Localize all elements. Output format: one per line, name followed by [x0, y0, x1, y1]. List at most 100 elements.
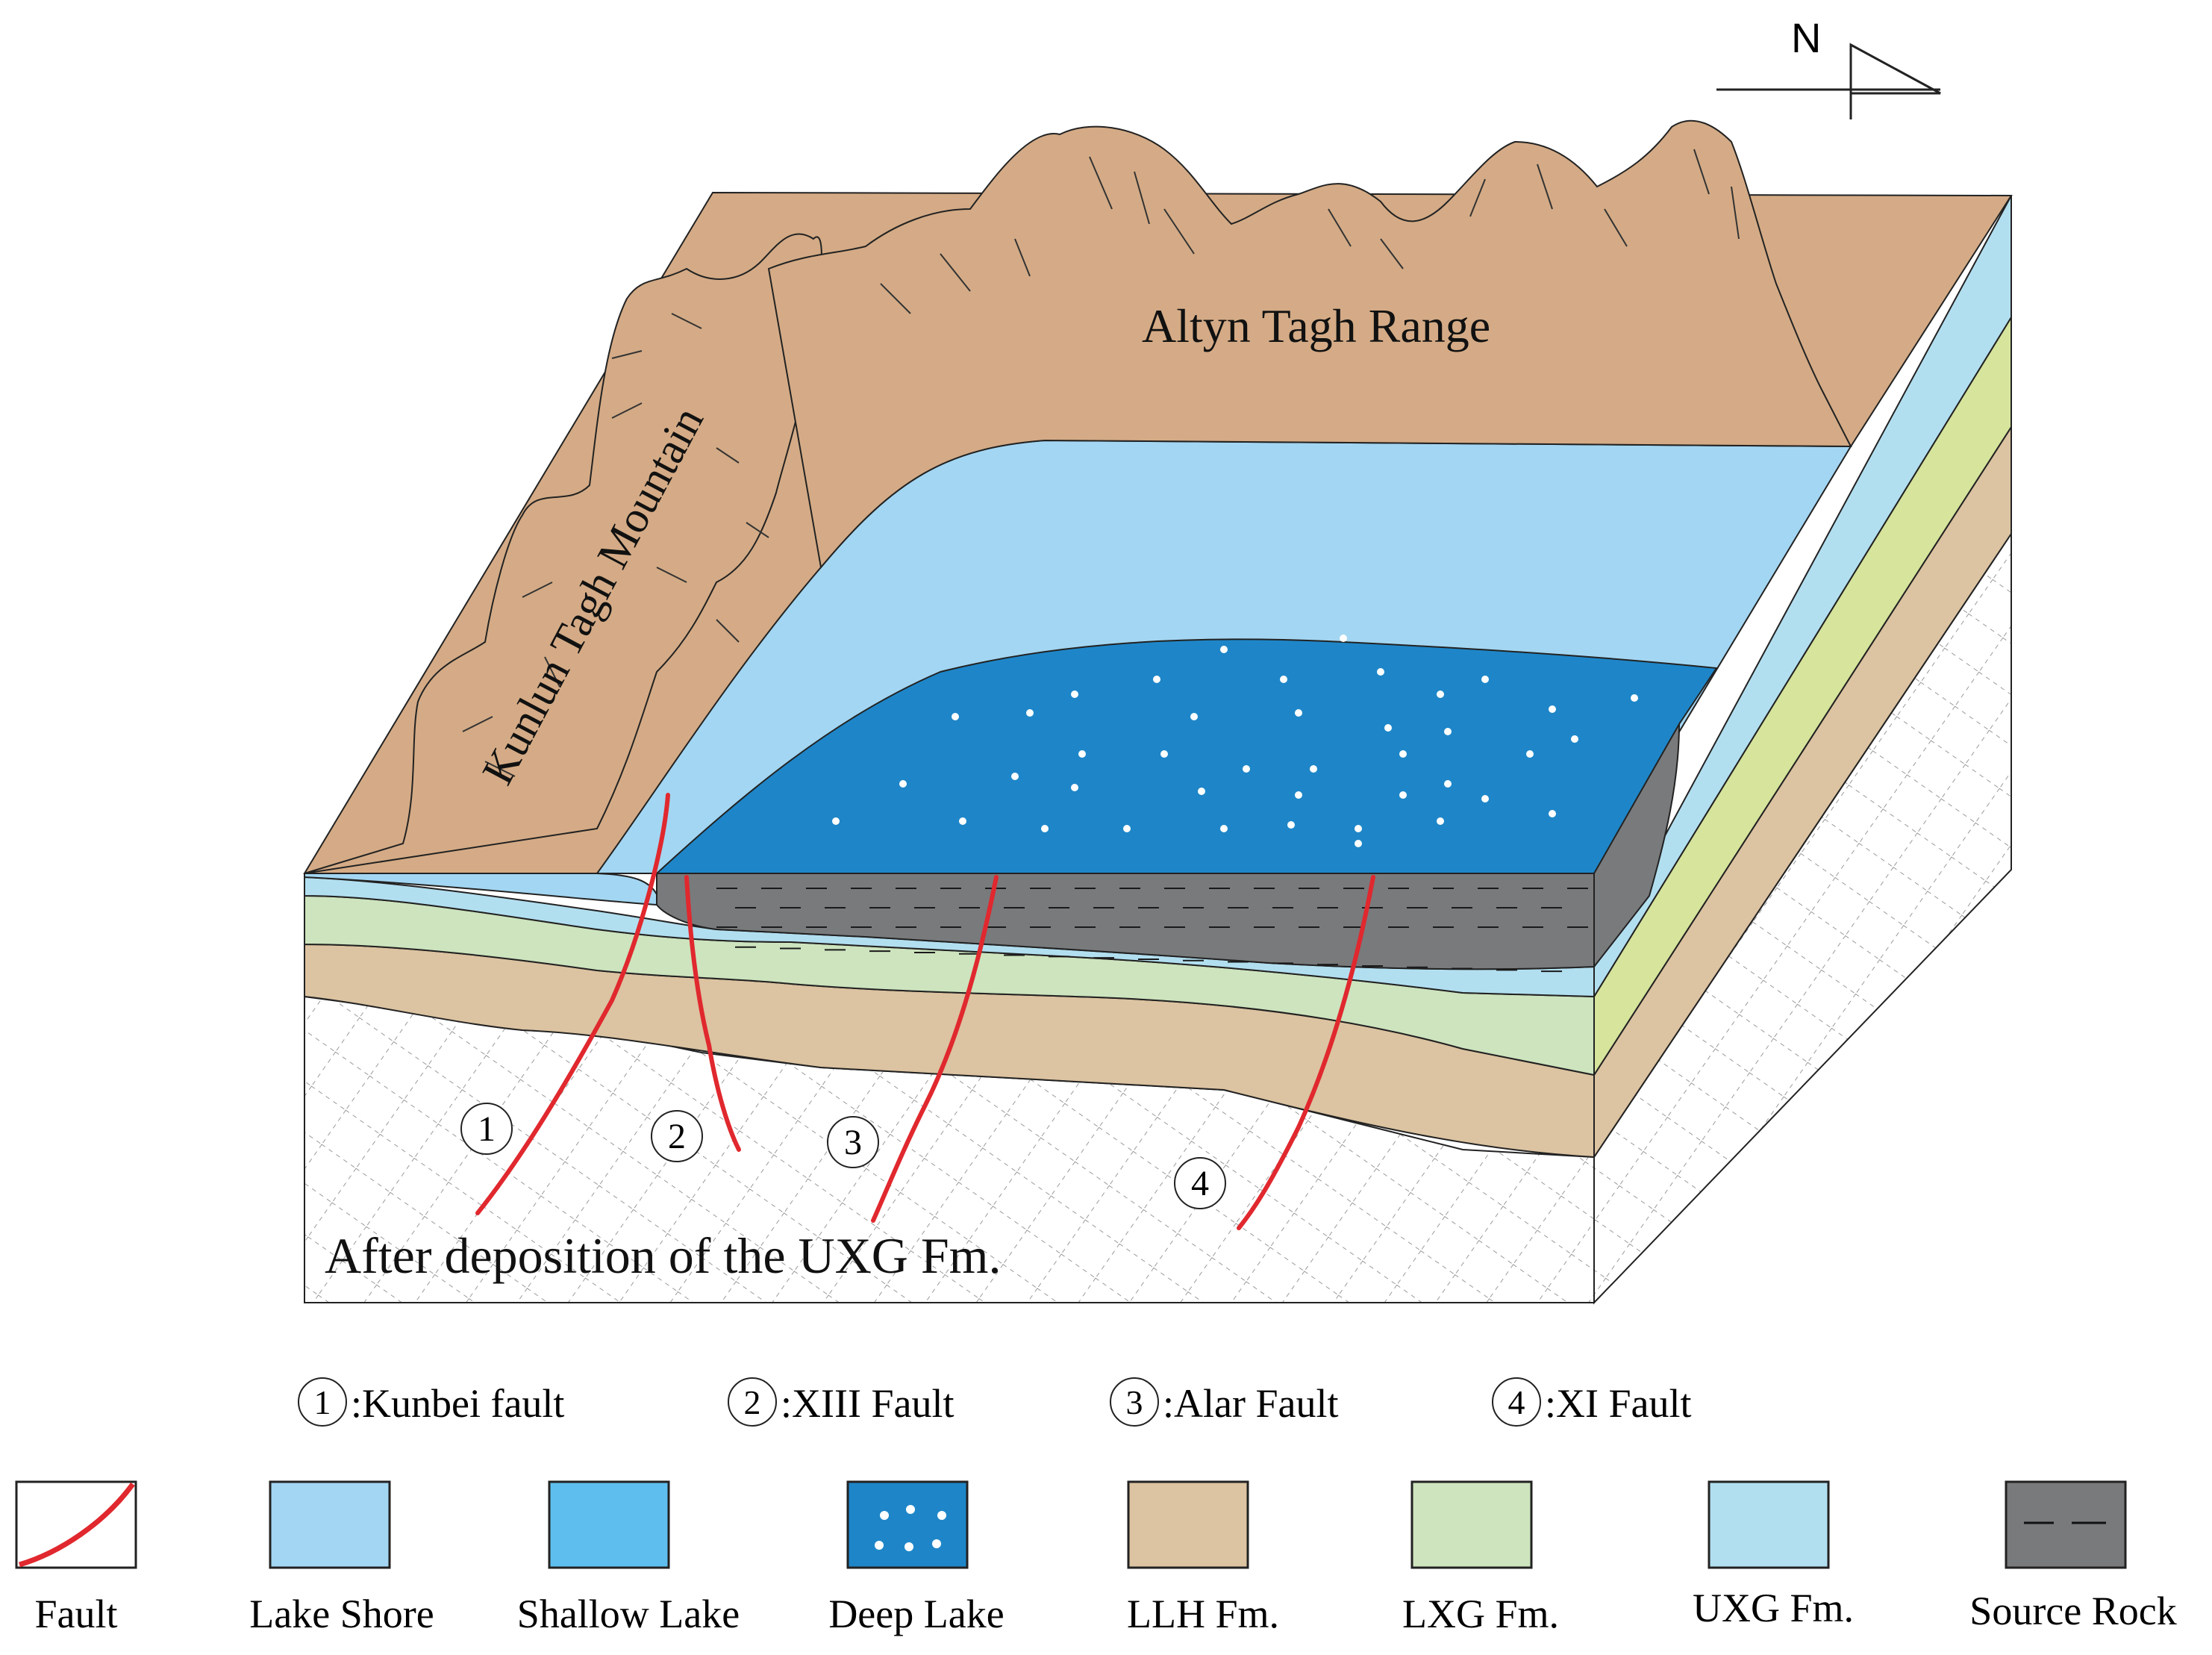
deep-lake-dot: [832, 817, 840, 825]
legend-llh-label: LLH Fm.: [1127, 1592, 1279, 1636]
fault-marker-4: 4: [1174, 1157, 1226, 1209]
deep-lake-dot: [899, 780, 907, 788]
deep-lake-dot: [1355, 825, 1362, 832]
deep-lake-dot: [1280, 676, 1287, 683]
hachure-line: [1537, 163, 1553, 210]
legend-item-lxg: LXG Fm.: [1402, 1480, 1559, 1636]
symbol-legend: Fault Lake Shore Shallow Lake Deep Lake …: [15, 1480, 2177, 1636]
north-arrow-label: N: [1791, 14, 1821, 61]
hachure-line: [544, 656, 560, 688]
hachure-line: [716, 619, 740, 643]
deep-lake-dot: [1041, 825, 1049, 832]
deep-lake-dot: [1340, 635, 1347, 642]
deep-lake-dot: [1153, 676, 1160, 683]
source-rock-dashes: [716, 888, 1588, 973]
hachure-line: [656, 567, 687, 583]
hachure-line: [1469, 178, 1486, 217]
mountains: [304, 119, 1852, 874]
fault-marker-3: 3: [827, 1116, 879, 1168]
deep-lake-dot: [1190, 713, 1198, 720]
deep-lake-dot: [1123, 825, 1131, 832]
legend-item-lake-shore: Lake Shore: [249, 1480, 434, 1636]
deep-lake-dot: [1295, 791, 1302, 799]
fault-marker-3-number: 3: [844, 1123, 862, 1162]
legend-llh-swatch: [1127, 1480, 1249, 1569]
hachure-line: [880, 283, 911, 314]
legend-lxg-label: LXG Fm.: [1402, 1592, 1559, 1636]
fault-legend-number-4: 4: [1508, 1383, 1525, 1421]
fault-legend-text-4: :XI Fault: [1545, 1381, 1692, 1426]
right-side-face: [1593, 195, 2012, 1305]
altyn-tagh-label: Altyn Tagh Range: [1142, 299, 1490, 352]
deep-lake-dot: [1444, 780, 1452, 788]
deep-lake-dot: [1571, 735, 1578, 743]
north-arrow-head: [1849, 43, 1941, 95]
deep-lake-dot: [1437, 691, 1444, 698]
hachure-line: [1134, 171, 1150, 225]
legend-deep-lake-dots: [875, 1505, 946, 1551]
fault-marker-1: 1: [460, 1103, 513, 1155]
fault-legend-item-1: 1 :Kunbei fault: [298, 1377, 564, 1427]
hachure-line: [1731, 186, 1740, 240]
fault-line-2: [684, 875, 741, 1152]
hachure-line: [1014, 238, 1031, 277]
deep-lake-dot: [1198, 788, 1205, 795]
hachure-line: [611, 350, 643, 359]
fault-legend-number-1: 1: [314, 1383, 331, 1421]
legend-fault-swatch: [19, 1482, 135, 1568]
fault-marker-1-number: 1: [478, 1109, 496, 1149]
deep-lake-dot: [1287, 821, 1295, 829]
deep-lake-dots: [832, 635, 1638, 847]
fault-line-1: [475, 793, 670, 1215]
deep-lake-dot: [1399, 791, 1407, 799]
deep-lake-dot: [1377, 668, 1384, 676]
stage-caption: After deposition of the UXG Fm.: [325, 1227, 1002, 1284]
fault-marker-2-number: 2: [668, 1117, 686, 1156]
altyn-ridge: [767, 119, 1852, 570]
deep-lake-dot: [1526, 750, 1534, 758]
fault-line-4: [1237, 875, 1375, 1230]
fault-legend-text-1: :Kunbei fault: [351, 1381, 564, 1426]
legend-deep-lake-swatch: [846, 1480, 969, 1569]
deep-lake-dot: [1310, 765, 1317, 773]
fault-legend-item-2: 2 :XIII Fault: [728, 1377, 954, 1427]
legend-item-deep-lake: Deep Lake: [828, 1480, 1005, 1636]
legend-lake-shore-label: Lake Shore: [249, 1592, 434, 1636]
legend-deep-lake-label: Deep Lake: [828, 1592, 1004, 1636]
legend-source-rock-swatch: [2005, 1480, 2127, 1569]
deep-lake-dot: [1026, 709, 1034, 717]
legend-item-fault: Fault: [15, 1480, 137, 1636]
deep-lake-dot: [1631, 694, 1638, 702]
legend-uxg-swatch: [1708, 1480, 1830, 1569]
deep-lake-dot: [1071, 691, 1078, 698]
fault-legend-item-4: 4 :XI Fault: [1492, 1377, 1692, 1427]
deep-lake-dot: [1220, 825, 1228, 832]
hachure-line: [716, 447, 740, 464]
legend-uxg-label: UXG Fm.: [1693, 1586, 1854, 1630]
legend-lxg-swatch: [1410, 1480, 1533, 1569]
hachure-line: [484, 761, 516, 777]
fault-legend-number-2: 2: [744, 1383, 761, 1421]
fault-legend: 1 :Kunbei fault 2 :XIII Fault 3 :Alar Fa…: [298, 1377, 1692, 1427]
deep-lake-dot: [1220, 646, 1228, 653]
deep-lake-dot: [1481, 676, 1489, 683]
faults: [475, 793, 1375, 1230]
deep-lake-dot: [959, 817, 966, 825]
legend-item-source-rock: Source Rock: [1969, 1480, 2177, 1633]
fault-line-3: [871, 875, 999, 1223]
hachure-line: [1380, 238, 1404, 269]
hachure-line: [1328, 208, 1352, 247]
legend-item-uxg: UXG Fm.: [1693, 1480, 1854, 1630]
hachure-line: [1163, 208, 1195, 255]
deep-lake-dot: [1444, 728, 1452, 735]
fault-markers: 1 2 3 4: [460, 1103, 1226, 1209]
top-surface: [303, 119, 2013, 969]
north-arrow: N: [1716, 14, 1941, 119]
deep-lake-dot: [1243, 765, 1250, 773]
legend-shallow-lake-label: Shallow Lake: [517, 1592, 740, 1636]
deep-lake-dot: [1384, 724, 1392, 732]
legend-item-llh: LLH Fm.: [1127, 1480, 1279, 1636]
hachure-line: [940, 253, 971, 292]
hachure-line: [611, 402, 643, 419]
fault-marker-2: 2: [651, 1110, 703, 1162]
